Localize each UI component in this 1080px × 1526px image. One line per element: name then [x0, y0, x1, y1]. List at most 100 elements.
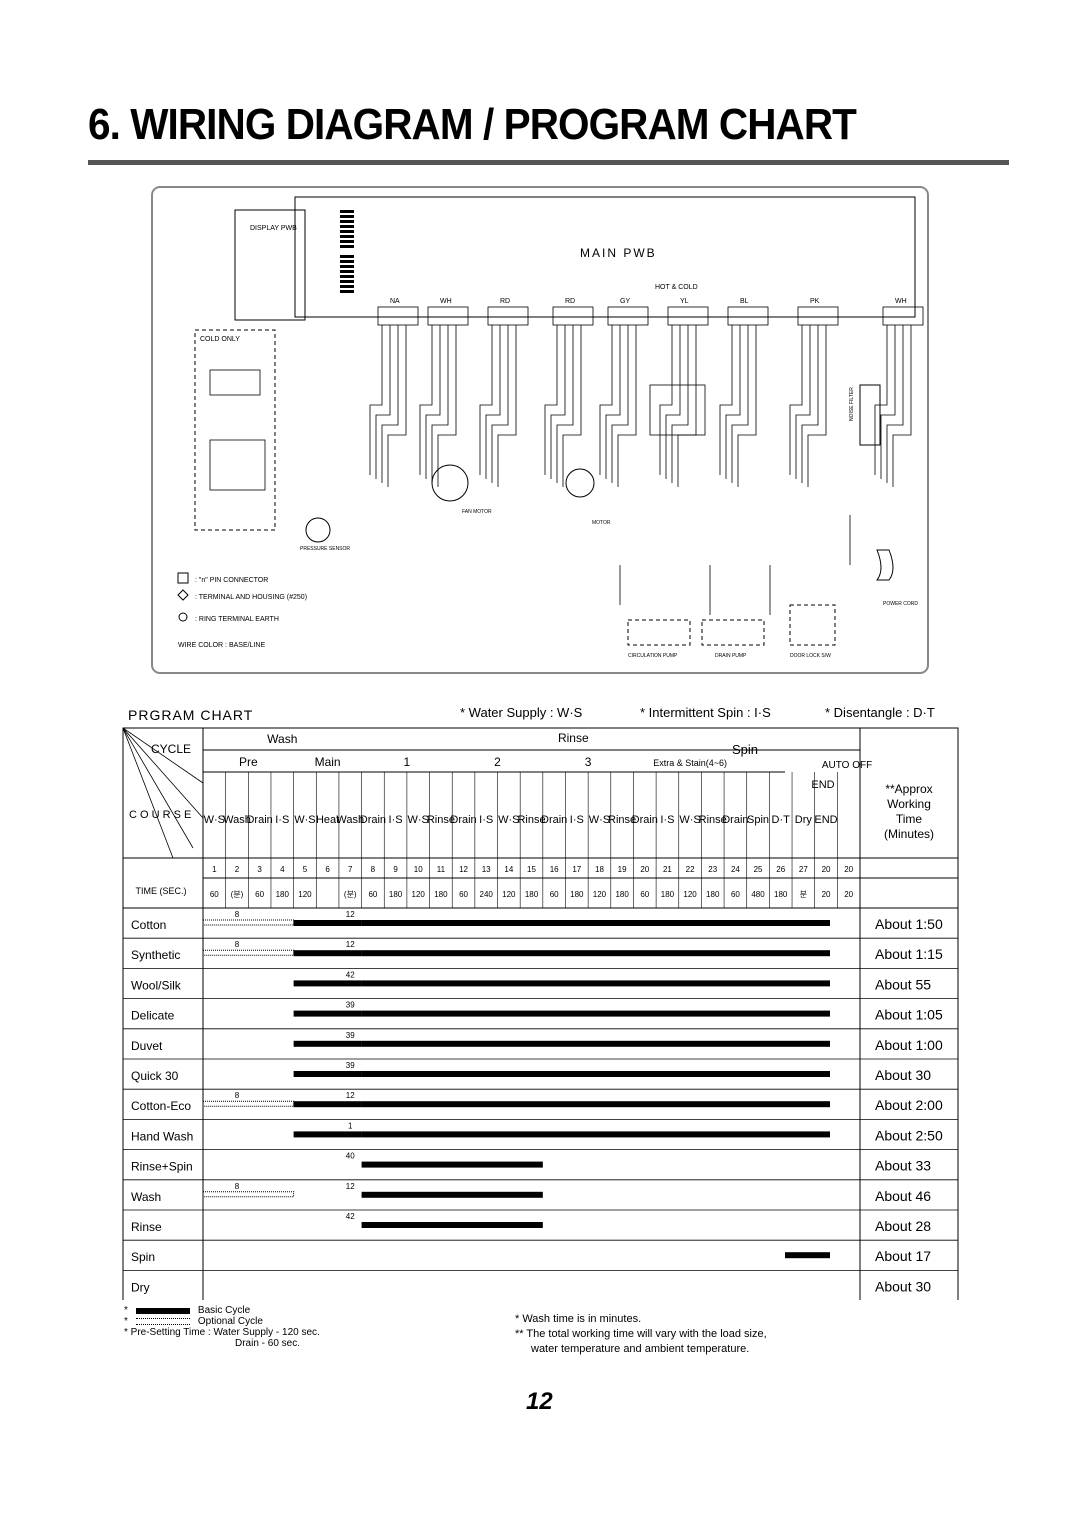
group-rinse: Rinse — [558, 731, 589, 745]
step-number: 5 — [303, 865, 308, 874]
step-label: END — [814, 814, 837, 826]
wash-pre-minutes: 8 — [235, 940, 240, 949]
optional-cycle-bar — [202, 949, 295, 956]
step-time: (분) — [231, 890, 244, 899]
wire — [789, 325, 803, 475]
wash-main-minutes: 12 — [346, 1182, 355, 1191]
wire — [599, 325, 613, 475]
step-label: Drain — [541, 814, 567, 826]
step-label: Heat — [316, 814, 339, 826]
step-time: (분) — [344, 890, 357, 899]
header-diagonal — [122, 727, 204, 784]
step-number: 11 — [437, 865, 446, 874]
wire — [387, 325, 407, 487]
wash-main-minutes: 12 — [346, 940, 355, 949]
wire — [731, 325, 749, 483]
step-number: 16 — [550, 865, 559, 874]
step-label: Rinse — [427, 814, 455, 826]
basic-cycle-bar — [361, 950, 785, 957]
pwb-pin — [340, 260, 354, 263]
motor-icon — [565, 468, 595, 498]
fan-motor-label: FAN MOTOR — [462, 509, 492, 515]
approx-label: (Minutes) — [884, 827, 934, 841]
note-wash-time: * Wash time is in minutes. — [515, 1313, 642, 1325]
pwb-pin — [340, 270, 354, 273]
door-lock-icon — [789, 604, 836, 646]
display-pwb-label: DISPLAY PWB — [250, 225, 297, 232]
step-number: 1 — [212, 865, 217, 874]
wash-main-minutes: 12 — [346, 910, 355, 919]
wire — [795, 325, 811, 479]
group-spin: Spin — [732, 742, 758, 757]
pwb-pin — [340, 210, 354, 213]
chart-heading: PRGRAM CHART — [128, 707, 253, 723]
basic-cycle-bar — [785, 1131, 830, 1138]
step-time: 180 — [276, 890, 290, 899]
wire — [737, 325, 757, 487]
pwb-pin — [340, 265, 354, 268]
step-label: Drain — [632, 814, 658, 826]
connector-label: YL — [680, 298, 689, 305]
step-number: 26 — [776, 865, 785, 874]
step-time: 180 — [774, 890, 788, 899]
presetting-note: * Pre-Setting Time : Water Supply - 120 … — [124, 1327, 320, 1338]
basic-cycle-swatch — [135, 1307, 190, 1314]
basic-cycle-bar — [293, 980, 362, 987]
wire — [659, 325, 673, 475]
footnotes: * Wash time is in minutes. ** The total … — [515, 1312, 767, 1357]
basic-cycle-bar — [361, 1040, 785, 1047]
basic-cycle-bar — [785, 1071, 830, 1077]
drain-pump-icon — [701, 619, 765, 646]
course-name: Delicate — [131, 1009, 175, 1023]
wire — [485, 325, 501, 479]
wire-color-label: WIRE COLOR : BASE/LINE — [178, 642, 265, 649]
step-label: I·S — [275, 814, 289, 826]
basic-cycle-bar — [293, 1131, 362, 1138]
course-time: About 30 — [875, 1278, 931, 1294]
course-label: C O U R S E — [129, 809, 191, 821]
optional-cycle-bar — [202, 1191, 295, 1198]
wire — [619, 515, 851, 615]
basic-cycle-bar — [785, 1101, 830, 1108]
step-time: 180 — [615, 890, 629, 899]
step-time: 180 — [570, 890, 584, 899]
basic-cycle-bar — [785, 1010, 830, 1017]
step-number: 25 — [754, 865, 763, 874]
pwb-pin — [340, 220, 354, 223]
circulation-pump-icon — [627, 619, 691, 646]
rinse-3: 3 — [585, 755, 592, 769]
pwb-pin — [340, 215, 354, 218]
step-number: 21 — [663, 865, 672, 874]
pwb-pin — [340, 285, 354, 288]
wire — [550, 325, 566, 479]
approx-label: **Approx — [885, 782, 932, 796]
wire — [562, 325, 582, 487]
step-label: Wash — [336, 814, 364, 826]
sub-main: Main — [315, 755, 341, 769]
wash-main-minutes: 42 — [346, 970, 355, 979]
course-name: Quick 30 — [131, 1069, 179, 1083]
connector-label: RD — [500, 298, 510, 305]
course-time: About 1:15 — [875, 946, 943, 962]
pwb-pin — [340, 225, 354, 228]
step-number: 2 — [235, 865, 240, 874]
wire — [807, 325, 827, 487]
rinse-2: 2 — [494, 755, 501, 769]
course-name: Duvet — [131, 1039, 163, 1053]
legend-pin: : "n" PIN CONNECTOR — [195, 577, 268, 584]
course-name: Wool/Silk — [131, 978, 182, 992]
basic-cycle-bar — [361, 1161, 543, 1168]
wash-main-minutes: 42 — [346, 1212, 355, 1221]
legend-earth: : RING TERMINAL EARTH — [195, 616, 279, 623]
pwb-pin — [340, 275, 354, 278]
rinse-extra: Extra & Stain(4~6) — [653, 758, 727, 768]
connector-label: WH — [895, 298, 907, 305]
wire — [665, 325, 681, 479]
step-label: Dry — [795, 814, 813, 826]
circulation-pump-label: CIRCULATION PUMP — [628, 653, 678, 659]
optional-cycle-bar — [202, 919, 295, 926]
step-label: I·S — [660, 814, 674, 826]
course-name: Wash — [131, 1190, 161, 1204]
course-time: About 17 — [875, 1248, 931, 1264]
